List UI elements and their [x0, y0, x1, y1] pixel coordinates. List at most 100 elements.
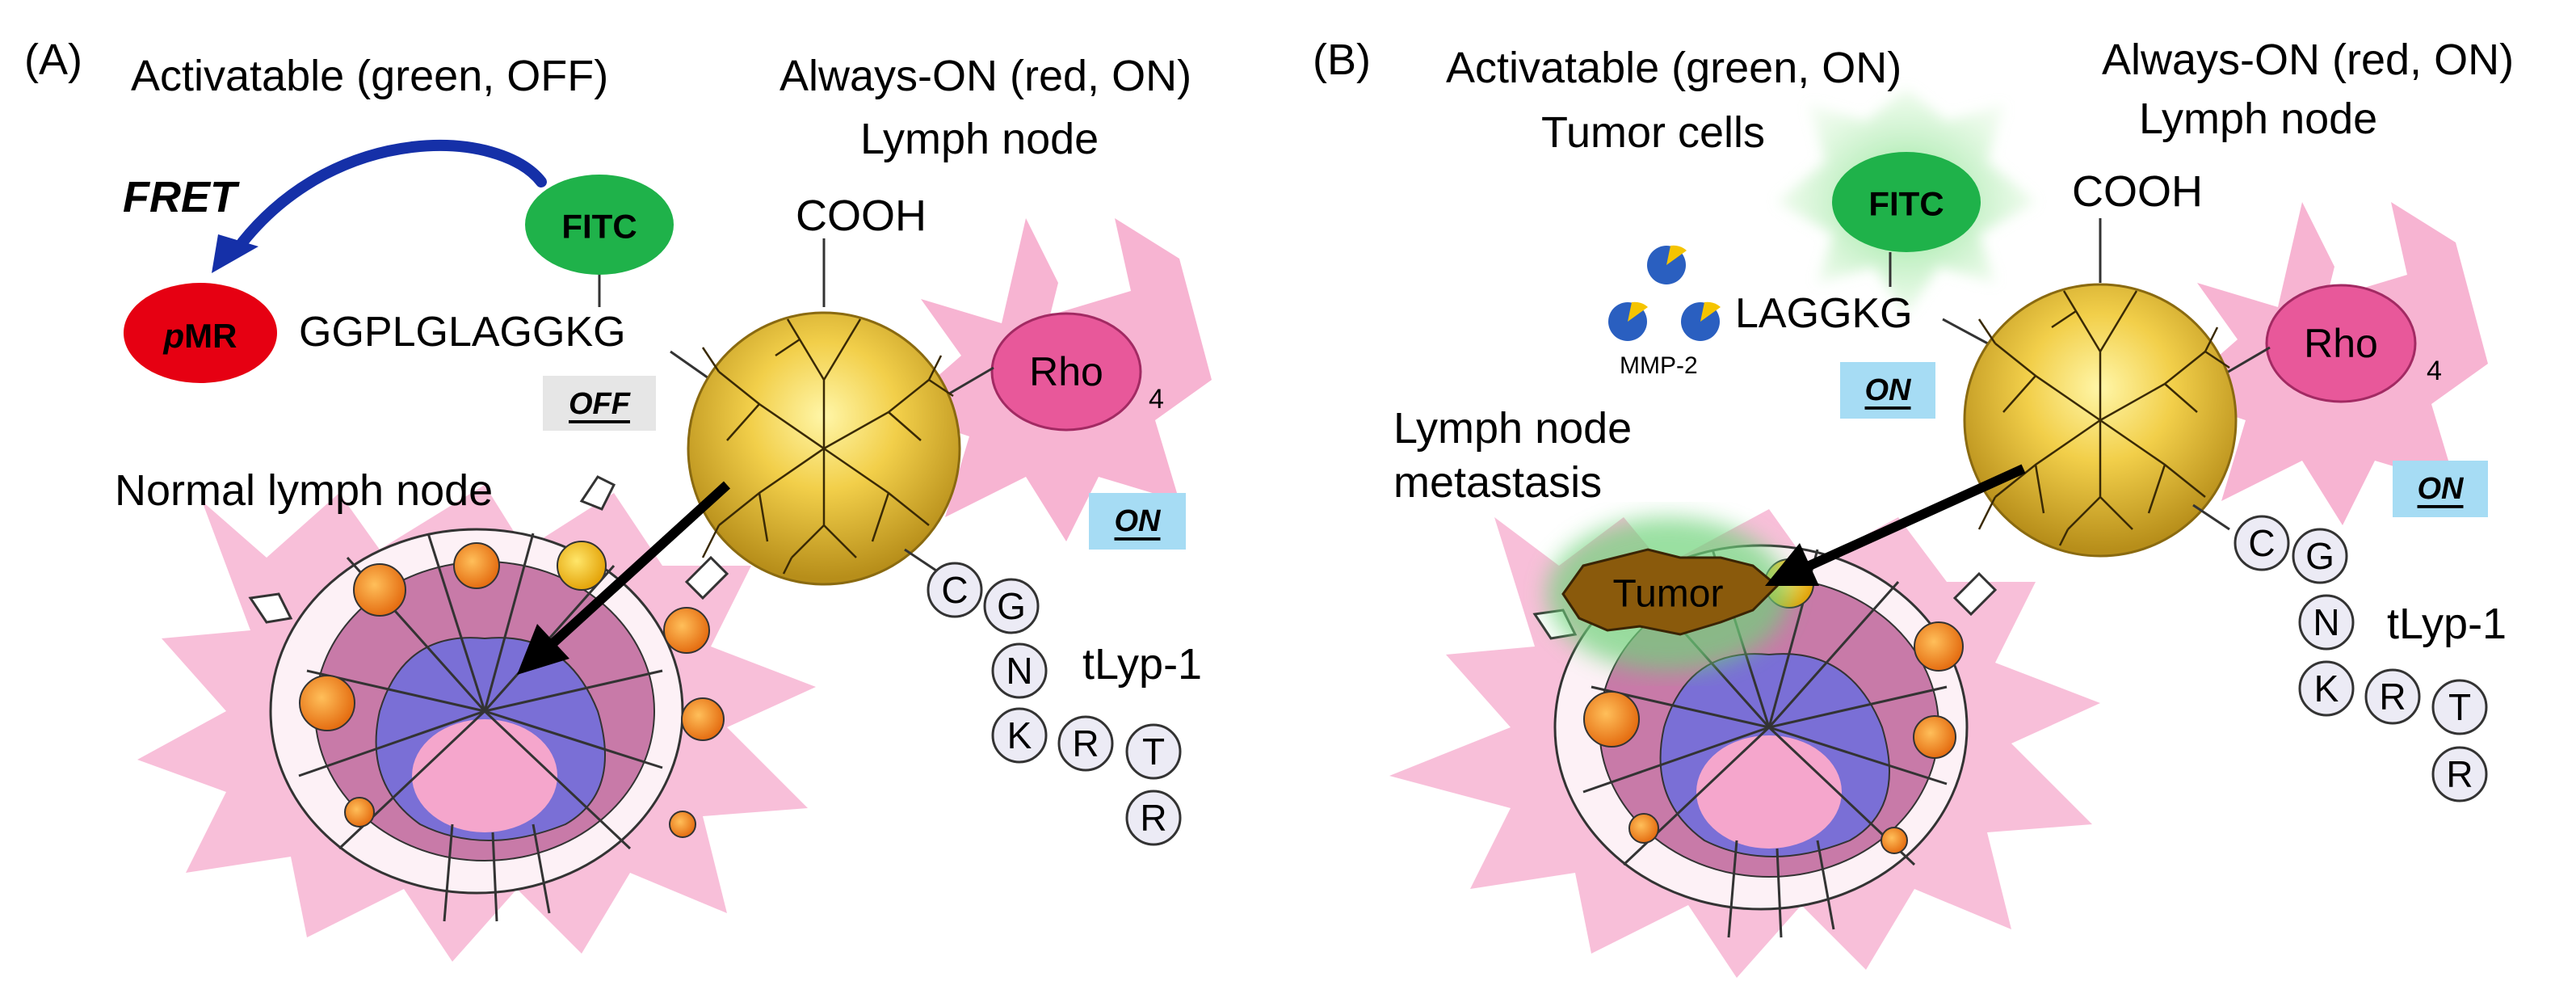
residue-a-3: [991, 642, 1048, 699]
tlyp-letters-b: C G N K R T R: [2248, 522, 2473, 795]
residue-a-6-label: T: [1142, 731, 1165, 773]
peptide-sequence-b: LAGGKG: [1735, 290, 1913, 337]
tlyp-chain-a: [927, 562, 1182, 846]
residue-a-2: [983, 578, 1040, 634]
residue-a-6: [1125, 723, 1182, 780]
cooh-label-a: COOH: [796, 192, 927, 240]
cooh-label-b: COOH: [2072, 167, 2203, 216]
residue-b-7-label: R: [2446, 753, 2473, 795]
tumor-cells-label: Tumor cells: [1541, 108, 1765, 157]
normal-lymph-node-drawing: [137, 475, 816, 962]
residue-a-7: [1125, 790, 1182, 846]
on-badge-a-label: ON: [1115, 504, 1162, 538]
fret-arrow: [237, 140, 547, 248]
off-badge-label: OFF: [569, 387, 632, 421]
residue-a-2-label: G: [997, 585, 1026, 627]
off-badge: [543, 376, 656, 431]
targeting-arrow-a: [545, 481, 731, 651]
residue-a-4-label: K: [1007, 714, 1032, 756]
dendrimer-a: [687, 311, 961, 586]
residue-a-3-label: N: [1006, 650, 1032, 692]
fret-label: FRET: [123, 173, 240, 221]
residue-b-6: [2431, 679, 2488, 735]
on-badge-rho: [2393, 461, 2488, 517]
panel-b: (B) Activatable (green, ON) Always-ON (r…: [1313, 36, 2514, 978]
metastasis-label-line1: Lymph node: [1393, 404, 1632, 453]
residue-b-1: [2234, 515, 2290, 571]
residue-b-4-label: K: [2314, 668, 2339, 710]
trabeculae: [298, 533, 663, 850]
residue-b-2-label: G: [2305, 535, 2334, 577]
residue-b-4: [2298, 660, 2355, 717]
lymph-node-hilum: [412, 719, 557, 832]
residue-b-2: [2292, 528, 2348, 584]
fitc-dye-b: [1832, 152, 1981, 252]
on-badge-peptide: [1840, 362, 1935, 419]
tlyp-letters-a: C G N K R T R: [941, 569, 1166, 839]
follicles: [299, 541, 725, 838]
pmr-suffix: MR: [184, 317, 237, 355]
panel-a: (A) Activatable (green, OFF) Always-ON (…: [24, 36, 1212, 962]
on-badge-peptide-label: ON: [1865, 373, 1913, 407]
targeting-arrow-b: [1807, 464, 2026, 571]
rho-dye-b: [2265, 284, 2417, 403]
pmr-prefix: p: [163, 317, 185, 355]
mmp2-label: MMP-2: [1620, 352, 1698, 379]
fret-arrowhead: [212, 234, 258, 273]
activatable-off-title: Activatable (green, OFF): [131, 52, 608, 100]
residue-b-6-label: T: [2448, 686, 2471, 728]
mmp2-enzyme-2: [1608, 301, 1648, 341]
lymph-node-hilum-b: [1696, 735, 1842, 849]
afferent-vessels: [248, 475, 729, 624]
tlyp-chain-b: [2234, 515, 2488, 802]
on-badge-rho-label: ON: [2418, 472, 2465, 506]
residue-b-5: [2364, 668, 2421, 725]
residue-a-4: [991, 707, 1048, 764]
peptide-linker-a: [670, 350, 712, 381]
fitc-label-a: FITC: [561, 208, 637, 246]
residue-a-1-label: C: [941, 569, 968, 611]
residue-b-3-label: N: [2313, 601, 2339, 643]
rho-dye-a: [990, 312, 1142, 432]
residue-b-3: [2298, 594, 2355, 651]
dendrimer-b: [1963, 283, 2238, 558]
pmr-label: pMR: [163, 317, 237, 355]
rho-linker-b: [2221, 346, 2271, 377]
always-on-title-a: Always-ON (red, ON): [780, 52, 1191, 100]
mmp2-enzyme-3: [1681, 301, 1721, 341]
tlyp-linker-b: [2192, 503, 2230, 531]
on-badge-a: [1089, 493, 1186, 550]
mmp2-enzymes: [1608, 245, 1721, 341]
pmr-quencher: [124, 283, 277, 383]
tlyp-label-a: tLyp-1: [1082, 640, 1202, 689]
metastasis-label-line2: metastasis: [1393, 458, 1602, 507]
residue-b-7: [2431, 746, 2488, 802]
residue-a-5-label: R: [1072, 722, 1099, 764]
fitc-dye-a: [525, 175, 674, 275]
residue-a-5: [1057, 715, 1114, 772]
residue-b-1-label: C: [2248, 522, 2275, 564]
hilum-vessels: [443, 823, 551, 922]
normal-lymph-node-label: Normal lymph node: [115, 466, 493, 515]
residue-a-1: [927, 562, 983, 618]
rho-subscript-b: 4: [2427, 356, 2442, 386]
residue-b-5-label: R: [2379, 676, 2406, 718]
panel-b-label: (B): [1313, 36, 1371, 84]
rho-label-b: Rho: [2304, 321, 2378, 366]
metastatic-lymph-node-drawing: Tumor: [1389, 509, 2100, 978]
rho-label-a: Rho: [1029, 349, 1103, 394]
tumor-label: Tumor: [1613, 573, 1724, 616]
rho-linker-a: [944, 366, 994, 398]
tlyp-label-b: tLyp-1: [2387, 600, 2507, 648]
panel-a-label: (A): [24, 36, 82, 84]
lymph-node-label-b: Lymph node: [2139, 95, 2377, 143]
residue-a-7-label: R: [1140, 797, 1166, 839]
tlyp-linker-a: [904, 548, 942, 575]
targeting-arrowhead-a: [517, 624, 569, 675]
hilum-vessels-b: [1727, 840, 1835, 938]
lymph-node-label-a: Lymph node: [860, 115, 1099, 163]
fitc-label-b: FITC: [1868, 185, 1944, 223]
rho-subscript-a: 4: [1149, 384, 1164, 415]
